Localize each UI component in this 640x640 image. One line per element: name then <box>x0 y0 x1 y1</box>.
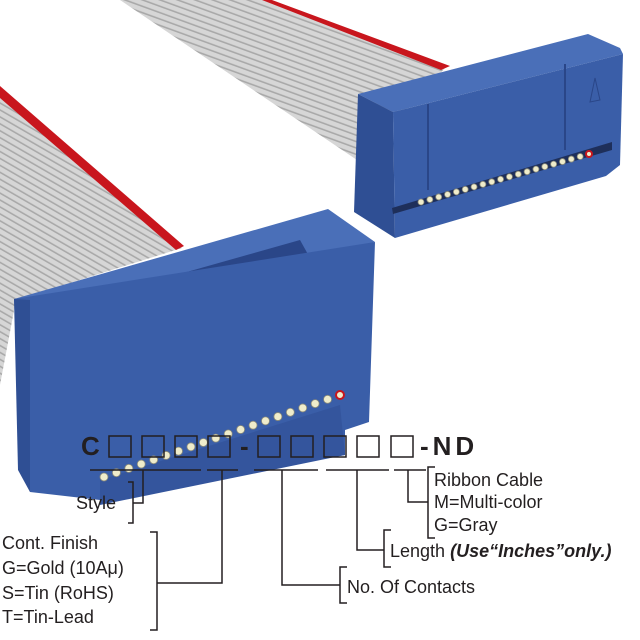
contact-pin <box>285 407 295 417</box>
contact-pin <box>310 399 320 409</box>
contact-pin <box>136 459 146 469</box>
connector-left <box>14 209 375 505</box>
ribbon-option: G=Gray <box>434 515 498 535</box>
contact-pin <box>585 150 593 158</box>
contacts-label: No. Of Contacts <box>347 577 476 597</box>
cont-finish-option: T=Tin-Lead <box>2 607 94 627</box>
contact-pin <box>124 463 134 473</box>
length-note: (Use“Inches”only.) <box>450 541 612 561</box>
contact-pin <box>186 442 196 452</box>
contact-pin <box>497 175 504 183</box>
connector-right <box>354 34 623 238</box>
contact-pin <box>323 394 332 404</box>
red-stripe <box>0 86 184 250</box>
contact-pin <box>452 188 460 196</box>
part-number: C - -ND <box>81 431 478 461</box>
contact-pin <box>488 178 496 186</box>
contact-pin <box>550 160 558 168</box>
leader-lines <box>90 466 435 631</box>
contact-pin <box>99 472 109 482</box>
contact-pin <box>523 168 531 176</box>
contact-pin <box>261 416 270 426</box>
contact-pin <box>426 196 434 203</box>
ribbon-title: Ribbon Cable <box>434 470 544 490</box>
contact-pin <box>417 198 425 206</box>
cont-finish-option: S=Tin (RoHS) <box>2 583 114 603</box>
style-label: Style <box>76 493 117 513</box>
length-label: Length (Use“Inches”only.) <box>390 540 611 562</box>
contact-pin <box>444 191 451 198</box>
red-stripe <box>262 0 450 70</box>
contact-pin <box>298 403 308 413</box>
contact-pin <box>461 185 469 193</box>
contact-pin <box>567 155 575 163</box>
contact-pin <box>470 183 478 191</box>
contact-pin <box>273 412 283 421</box>
part-number-dash: - <box>240 431 249 461</box>
part-number-suffix: -ND <box>420 431 478 461</box>
contact-pin <box>514 170 522 178</box>
ribbon-cable-left <box>0 86 184 385</box>
ribbon-option: M=Multi-color <box>434 492 543 512</box>
cont-finish-option: G=Gold (10Aμ) <box>2 558 124 578</box>
part-number-boxes <box>108 435 414 458</box>
contact-pin <box>532 165 540 173</box>
contact-pin <box>479 180 487 188</box>
contact-pin <box>335 390 345 400</box>
contact-pin <box>559 158 566 165</box>
length-text: Length <box>390 541 446 561</box>
contact-pin <box>236 425 246 434</box>
contact-pin <box>541 163 549 171</box>
cont-finish-title: Cont. Finish <box>2 533 99 553</box>
part-number-prefix: C <box>81 431 100 461</box>
contact-pin <box>576 153 584 160</box>
contact-pin <box>248 420 258 430</box>
contact-pin <box>506 173 513 181</box>
contact-pin <box>198 438 208 447</box>
contact-pin <box>435 193 443 201</box>
